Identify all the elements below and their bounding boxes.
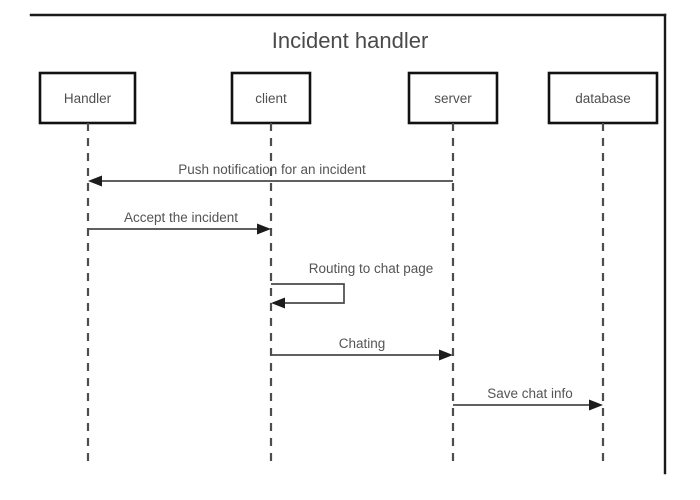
message-arrowhead-3 — [271, 297, 285, 309]
message-arrowhead-1 — [88, 175, 102, 187]
message-label-2: Accept the incident — [124, 210, 238, 225]
message-1[interactable]: Push notification for an incident — [88, 162, 453, 187]
message-5[interactable]: Save chat info — [453, 386, 603, 411]
participant-client[interactable]: client — [230, 71, 312, 466]
message-label-1: Push notification for an incident — [178, 162, 366, 177]
message-3[interactable]: Routing to chat page — [271, 261, 433, 309]
message-label-5: Save chat info — [487, 386, 573, 401]
message-line-3 — [271, 283, 345, 304]
participant-box-server[interactable] — [407, 71, 499, 125]
diagram-frame — [29, 13, 667, 475]
participant-label-client: client — [255, 91, 287, 106]
page-title: Incident handler — [272, 28, 429, 53]
message-arrowhead-4 — [439, 349, 453, 361]
participant-database[interactable]: database — [547, 71, 659, 466]
messages-layer: Push notification for an incidentAccept … — [88, 162, 603, 411]
message-2[interactable]: Accept the incident — [88, 210, 271, 235]
participant-label-server: server — [434, 91, 472, 106]
participant-handler[interactable]: Handler — [38, 71, 137, 466]
message-arrowhead-2 — [257, 223, 271, 235]
message-4[interactable]: Chating — [271, 336, 453, 361]
participants-layer: Handler client server database — [38, 71, 659, 466]
participant-label-database: database — [575, 91, 631, 106]
participant-box-handler[interactable] — [38, 71, 137, 125]
message-arrowhead-5 — [589, 399, 603, 411]
participant-label-handler: Handler — [64, 91, 112, 106]
message-label-3: Routing to chat page — [309, 261, 434, 276]
participant-server[interactable]: server — [407, 71, 499, 466]
message-label-4: Chating — [339, 336, 386, 351]
